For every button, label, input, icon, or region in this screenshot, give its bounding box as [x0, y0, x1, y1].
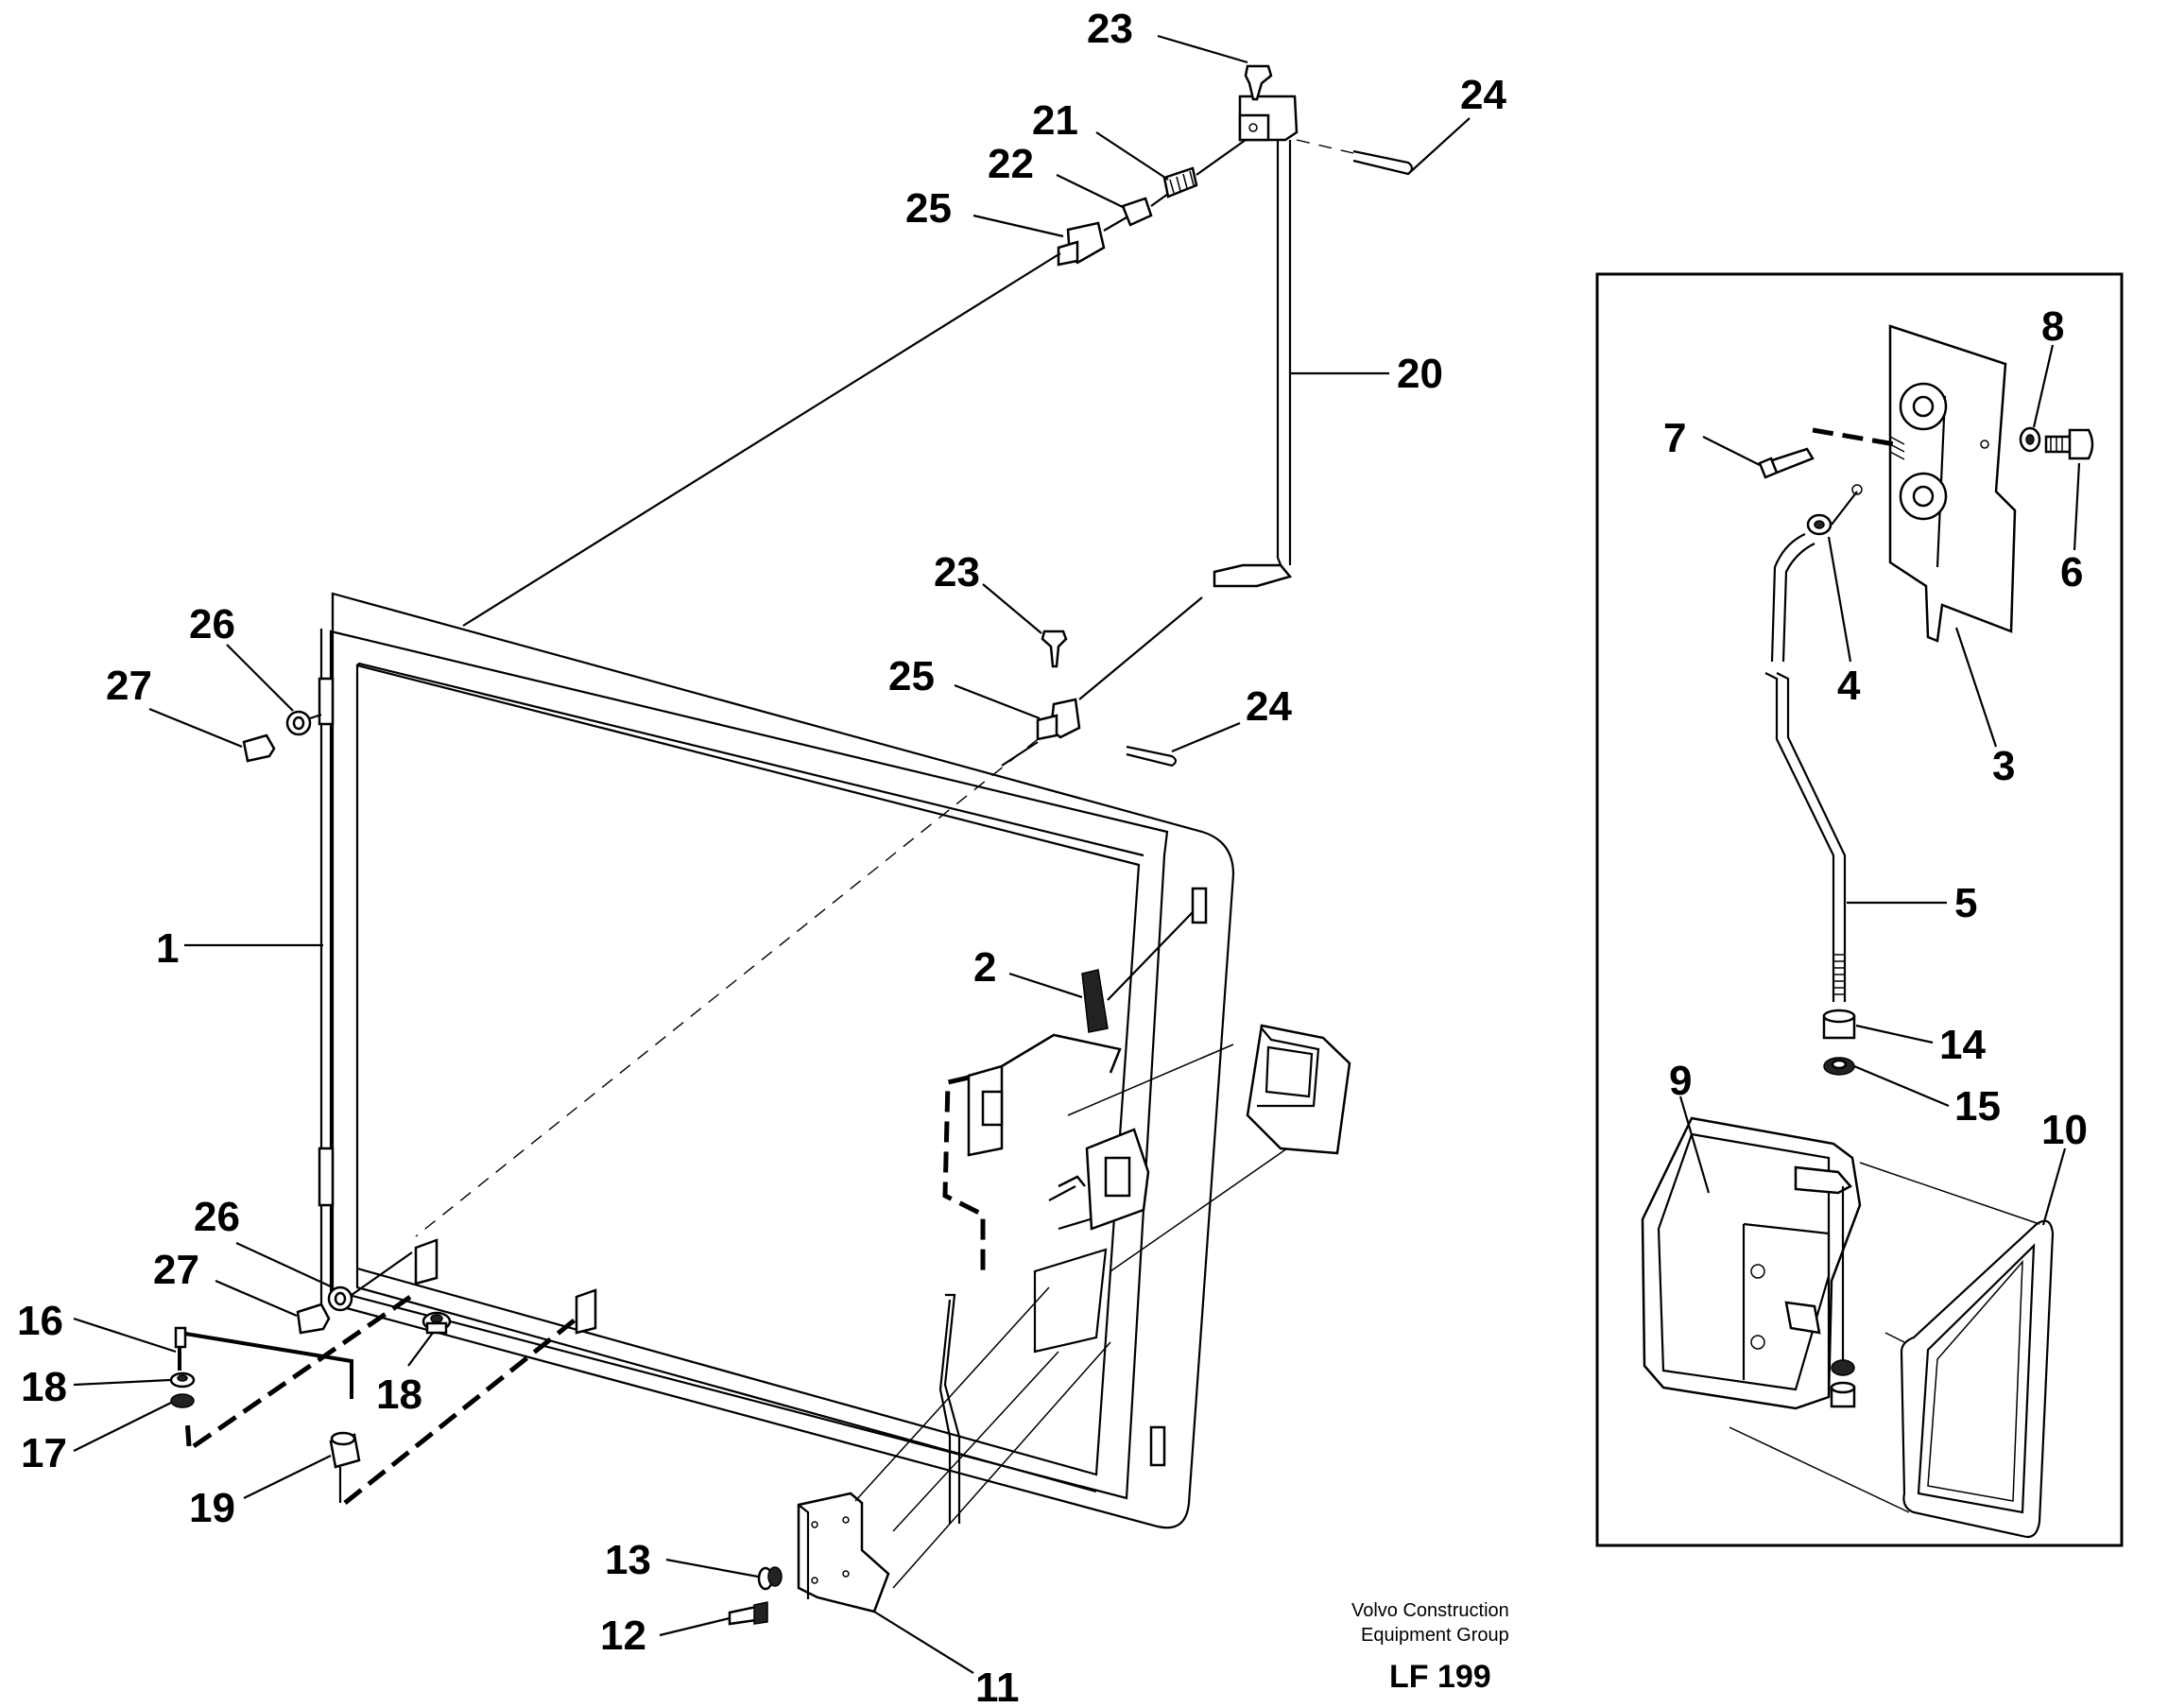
latch-housing-small	[1246, 1024, 1351, 1155]
clip-4	[1806, 491, 1858, 536]
spring-21	[1162, 166, 1198, 198]
block-25-top	[1057, 221, 1106, 267]
washer-15	[1823, 1057, 1855, 1076]
rod-5	[1764, 532, 1847, 1002]
callout-12: 12	[600, 1613, 646, 1659]
detail-inset	[1595, 272, 2124, 1547]
callout-18-left: 18	[21, 1364, 67, 1410]
caption: Volvo Construction Equipment Group LF 19…	[1351, 1600, 1509, 1695]
nut-bottom-inset	[1830, 1359, 1856, 1408]
washer-8	[2019, 426, 2041, 453]
callout-23-top: 23	[1087, 6, 1133, 52]
rod-16	[174, 1326, 353, 1399]
washer-13	[757, 1566, 783, 1591]
callout-20: 20	[1397, 351, 1443, 397]
caption-company-line1: Volvo Construction	[1351, 1600, 1509, 1621]
callout-21: 21	[1032, 97, 1078, 144]
callout-16: 16	[17, 1298, 63, 1344]
callout-25-mid: 25	[888, 653, 935, 699]
sleeve-22	[1121, 197, 1153, 227]
callout-19: 19	[189, 1485, 235, 1531]
callout-18-right: 18	[376, 1372, 422, 1418]
callout-9: 9	[1669, 1058, 1692, 1104]
callout-26-bottom: 26	[194, 1194, 240, 1240]
callout-8: 8	[2041, 303, 2064, 350]
rubber-block	[1081, 911, 1194, 1033]
nut-27-top	[242, 733, 276, 763]
callout-5: 5	[1954, 880, 1977, 926]
block-25-mid	[1036, 596, 1203, 741]
pin-23-top	[1244, 64, 1273, 101]
washer-18-left	[169, 1372, 196, 1389]
callout-7: 7	[1663, 415, 1686, 461]
nut-27-bottom	[296, 1303, 331, 1335]
callout-25-top: 25	[905, 185, 952, 232]
callout-24-mid: 24	[1246, 683, 1292, 730]
callout-1: 1	[156, 925, 179, 972]
pin-23-mid	[1041, 630, 1068, 668]
window-frame	[318, 592, 1288, 1529]
leader-lines	[73, 34, 2081, 1674]
callout-4: 4	[1837, 663, 1861, 709]
caption-company-line2: Equipment Group	[1361, 1625, 1509, 1646]
support-rod	[1213, 95, 1299, 588]
gasket-10	[1729, 1162, 2055, 1539]
nut-14	[1822, 1009, 1856, 1040]
nut-18-right	[422, 1311, 452, 1335]
callout-22: 22	[988, 141, 1034, 187]
screw-12	[728, 1601, 768, 1626]
latch-bracket-assembly	[967, 1033, 1150, 1231]
washer-26-bottom	[327, 1285, 353, 1312]
bolt-6	[2044, 428, 2094, 460]
callout-11: 11	[975, 1665, 1020, 1708]
callout-2: 2	[973, 944, 996, 991]
callout-13: 13	[605, 1537, 651, 1583]
callout-23-mid: 23	[934, 549, 980, 595]
caption-drawing-code: LF 199	[1389, 1659, 1491, 1695]
bottom-bracket	[797, 1286, 1111, 1613]
callout-15: 15	[1954, 1083, 2001, 1130]
callout-24-top: 24	[1460, 72, 1506, 118]
washer-26-top	[285, 710, 312, 736]
cotter-pin-24-top	[1296, 139, 1414, 176]
callout-27-bottom: 27	[153, 1247, 199, 1293]
screw-7	[1758, 427, 1896, 479]
callout-10: 10	[2041, 1107, 2088, 1153]
callout-26-top: 26	[189, 601, 235, 647]
latch-housing-9	[1641, 1116, 1862, 1410]
nut-17	[170, 1393, 195, 1408]
callout-14: 14	[1939, 1022, 1986, 1068]
callout-labels: 1 2 3 4 5 6 7 8 9 10 11 12 13 14 15 16 1…	[17, 6, 2088, 1708]
callout-3: 3	[1992, 743, 2015, 789]
bushing-19	[329, 1431, 361, 1469]
callout-27-top: 27	[106, 663, 152, 709]
cotter-pin-24-mid	[1126, 745, 1178, 768]
callout-17: 17	[21, 1430, 67, 1476]
callout-6: 6	[2060, 549, 2083, 595]
